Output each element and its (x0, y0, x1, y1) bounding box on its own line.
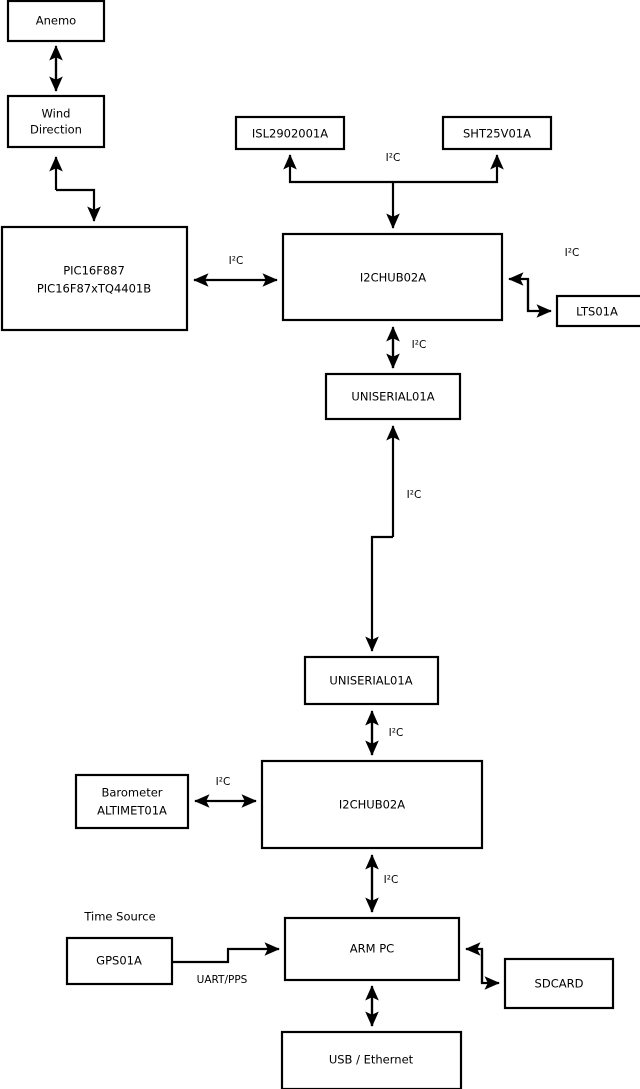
node-sdcard[interactable]: SDCARD (503, 957, 615, 1010)
node-box[interactable] (303, 655, 440, 706)
node-box[interactable] (74, 773, 190, 830)
node-box[interactable] (234, 115, 346, 151)
edge-label-i2c-sensors: I²C (386, 152, 401, 164)
edge-label-i2c-hub-uniserial: I²C (412, 339, 427, 351)
node-i2chub02a-bottom[interactable]: I2CHUB02A (260, 759, 484, 850)
node-box[interactable] (260, 759, 484, 850)
node-arm-pc[interactable]: ARM PC (283, 916, 461, 982)
node-uniserial01a-bottom[interactable]: UNISERIAL01A (303, 655, 440, 706)
edge-label-i2c-pic-hub: I²C (229, 255, 244, 267)
edge-hubtop-sensors (283, 154, 504, 229)
node-box[interactable] (6, 0, 106, 43)
node-wind-direction[interactable]: Wind Direction (6, 94, 106, 149)
node-label: I2CHUB02A (339, 798, 405, 812)
node-box[interactable] (441, 115, 553, 151)
edge-label-i2c-hub-lts: I²C (565, 247, 580, 259)
node-label: Anemo (36, 14, 76, 28)
edge-arrow-right-sdcard (480, 949, 500, 990)
node-box[interactable] (503, 957, 615, 1010)
edge-label-i2c-uniserial2-hub: I²C (389, 727, 404, 739)
node-label: UNISERIAL01A (351, 390, 434, 404)
node-box[interactable] (0, 225, 189, 332)
node-label-line2: PIC16F87xTQ4401B (37, 282, 151, 296)
edge-arrow-down (56, 188, 101, 222)
node-barometer-altimet01a[interactable]: Barometer ALTIMET01A (74, 773, 190, 830)
edge-uniserial1-uniserial2 (365, 425, 400, 652)
node-box[interactable] (65, 936, 174, 986)
edge-label-uart-pps: UART/PPS (197, 974, 248, 986)
edge-arrow-up-isl (283, 154, 393, 184)
node-label-line2: Direction (30, 123, 82, 137)
node-label: SHT25V01A (463, 127, 531, 141)
node-anemo[interactable]: Anemo (6, 0, 106, 43)
node-label: LTS01A (576, 305, 618, 319)
node-isl2902001a[interactable]: ISL2902001A (234, 115, 346, 151)
edge-arrow-left-hub (508, 272, 530, 311)
edge-label-i2c-barometer-hub: I²C (216, 776, 231, 788)
node-label-line1: PIC16F887 (63, 264, 125, 278)
edge-arrow-down (365, 535, 393, 652)
node-box[interactable] (6, 94, 106, 149)
free-label-layer: Time Source (83, 910, 155, 924)
node-label: I2CHUB02A (360, 271, 426, 285)
node-box[interactable] (555, 294, 640, 328)
node-i2chub02a-top[interactable]: I2CHUB02A (281, 232, 504, 322)
edge-arrow-right (172, 942, 280, 964)
node-box[interactable] (280, 1030, 463, 1089)
node-label: SDCARD (535, 977, 584, 991)
node-pic-mcu[interactable]: PIC16F887 PIC16F87xTQ4401B (0, 225, 189, 332)
node-box[interactable] (324, 372, 462, 421)
edge-label-i2c-hub-armpc: I²C (384, 874, 399, 886)
node-label: ARM PC (350, 942, 394, 956)
node-uniserial01a-top[interactable]: UNISERIAL01A (324, 372, 462, 421)
label-time-source: Time Source (83, 910, 155, 924)
node-gps01a[interactable]: GPS01A (65, 936, 174, 986)
node-label: GPS01A (96, 954, 142, 968)
edge-armpc-sdcard (465, 942, 500, 990)
edge-label-layer: I²C I²C I²C I²C I²C I²C I²C I²C UART/PPS (197, 152, 580, 986)
edge-arrow-up-sht (393, 154, 504, 184)
node-usb-ethernet[interactable]: USB / Ethernet (280, 1030, 463, 1089)
node-label-line2: ALTIMET01A (97, 804, 167, 818)
edge-label-i2c-uniserial-link: I²C (407, 489, 422, 501)
node-label-line1: Wind (42, 107, 71, 121)
edge-hubtop-lts (508, 272, 552, 318)
node-label-line1: Barometer (101, 786, 162, 800)
node-label: ISL2902001A (252, 127, 328, 141)
node-label: USB / Ethernet (329, 1053, 414, 1067)
node-label: UNISERIAL01A (329, 674, 412, 688)
node-box[interactable] (281, 232, 504, 322)
edge-wind-pic (49, 156, 101, 222)
edge-arrow-right-lts (526, 279, 552, 318)
node-lts01a[interactable]: LTS01A (555, 294, 640, 328)
node-box[interactable] (283, 916, 461, 982)
edge-arrow-left-armpc (465, 942, 484, 983)
node-sht25v01a[interactable]: SHT25V01A (441, 115, 553, 151)
edge-gps-armpc (172, 942, 280, 964)
edge-layer (49, 45, 552, 1027)
